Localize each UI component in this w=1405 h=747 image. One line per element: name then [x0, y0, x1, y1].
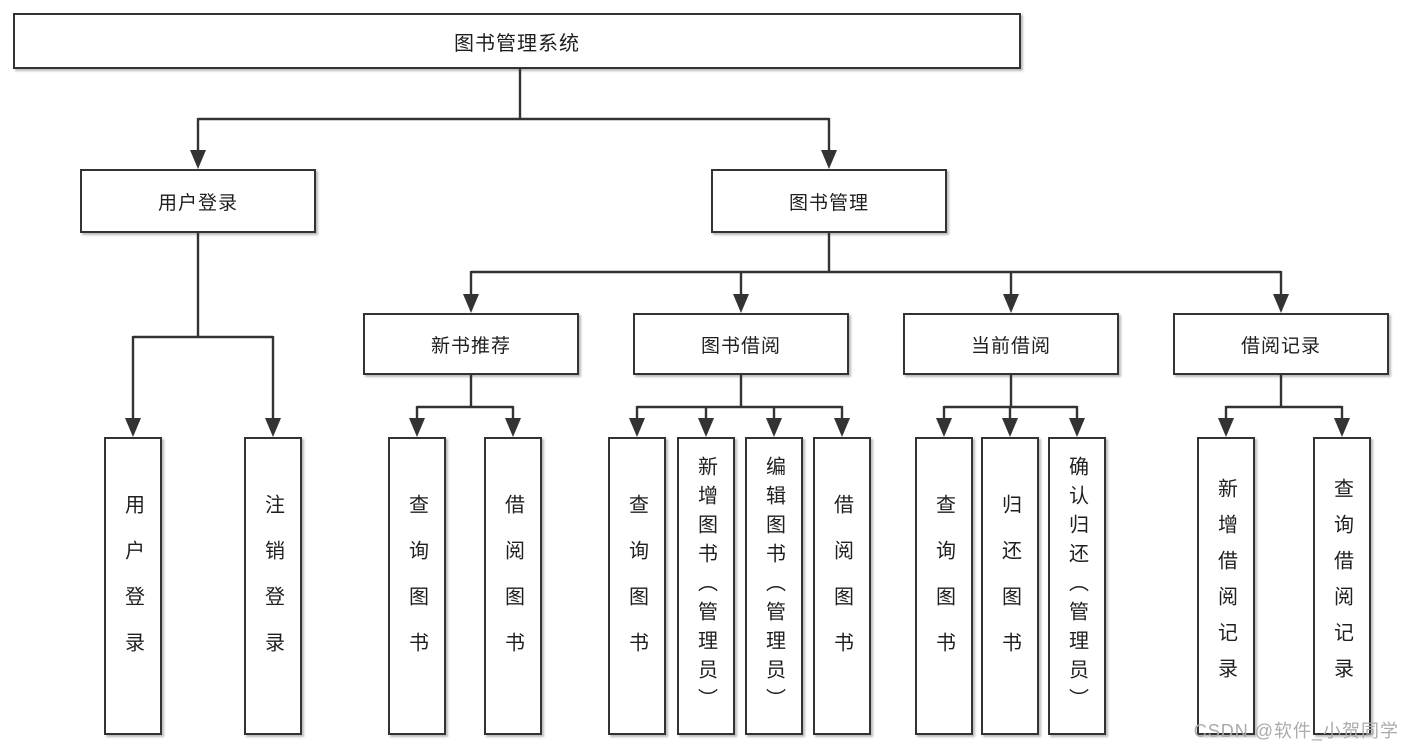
node-label: 图书管理系统 — [454, 32, 580, 55]
node-label: 查询借阅记录 — [1330, 478, 1353, 694]
node-label: 新书推荐 — [430, 335, 511, 357]
node-label: 用户登录 — [157, 192, 238, 214]
node-label: 新增借阅记录 — [1214, 478, 1237, 694]
node-label: 归还图书 — [998, 494, 1021, 678]
node-label: 查询图书 — [405, 494, 428, 678]
node-label: 图书借阅 — [700, 335, 781, 357]
node-new-book-recommend: 新书推荐 — [363, 313, 579, 375]
leaf-borrow-books: 借阅图书 — [813, 437, 871, 735]
leaf-return-books: 归还图书 — [981, 437, 1039, 735]
node-label: 查询图书 — [625, 494, 648, 678]
node-borrow-records: 借阅记录 — [1173, 313, 1389, 375]
node-label: 新增图书（管理员） — [694, 455, 717, 717]
node-label: 用户登录 — [121, 494, 144, 678]
node-current-borrow: 当前借阅 — [903, 313, 1119, 375]
node-user-login: 用户登录 — [80, 169, 316, 233]
leaf-query-books-current: 查询图书 — [915, 437, 973, 735]
node-book-borrow: 图书借阅 — [633, 313, 849, 375]
node-label: 借阅图书 — [830, 494, 853, 678]
node-label: 借阅记录 — [1240, 335, 1321, 357]
node-label: 借阅图书 — [501, 494, 524, 678]
leaf-query-books-recommend: 查询图书 — [388, 437, 446, 735]
leaf-borrow-books-recommend: 借阅图书 — [484, 437, 542, 735]
node-library-management-system: 图书管理系统 — [13, 13, 1021, 69]
leaf-user-login: 用户登录 — [104, 437, 162, 735]
csdn-watermark: CSDN @软件_小贺同学 — [1193, 721, 1399, 741]
leaf-edit-books-admin: 编辑图书（管理员） — [745, 437, 803, 735]
node-label: 当前借阅 — [970, 335, 1051, 357]
leaf-logout: 注销登录 — [244, 437, 302, 735]
node-label: 编辑图书（管理员） — [762, 455, 785, 717]
leaf-query-books: 查询图书 — [608, 437, 666, 735]
node-label: 确认归还（管理员） — [1065, 455, 1088, 717]
node-label: 查询图书 — [932, 494, 955, 678]
node-book-management: 图书管理 — [711, 169, 947, 233]
node-label: 图书管理 — [788, 192, 869, 214]
leaf-confirm-return-admin: 确认归还（管理员） — [1048, 437, 1106, 735]
leaf-add-borrow-record: 新增借阅记录 — [1197, 437, 1255, 735]
leaf-add-books-admin: 新增图书（管理员） — [677, 437, 735, 735]
node-label: 注销登录 — [261, 494, 284, 678]
leaf-query-borrow-record: 查询借阅记录 — [1313, 437, 1371, 735]
